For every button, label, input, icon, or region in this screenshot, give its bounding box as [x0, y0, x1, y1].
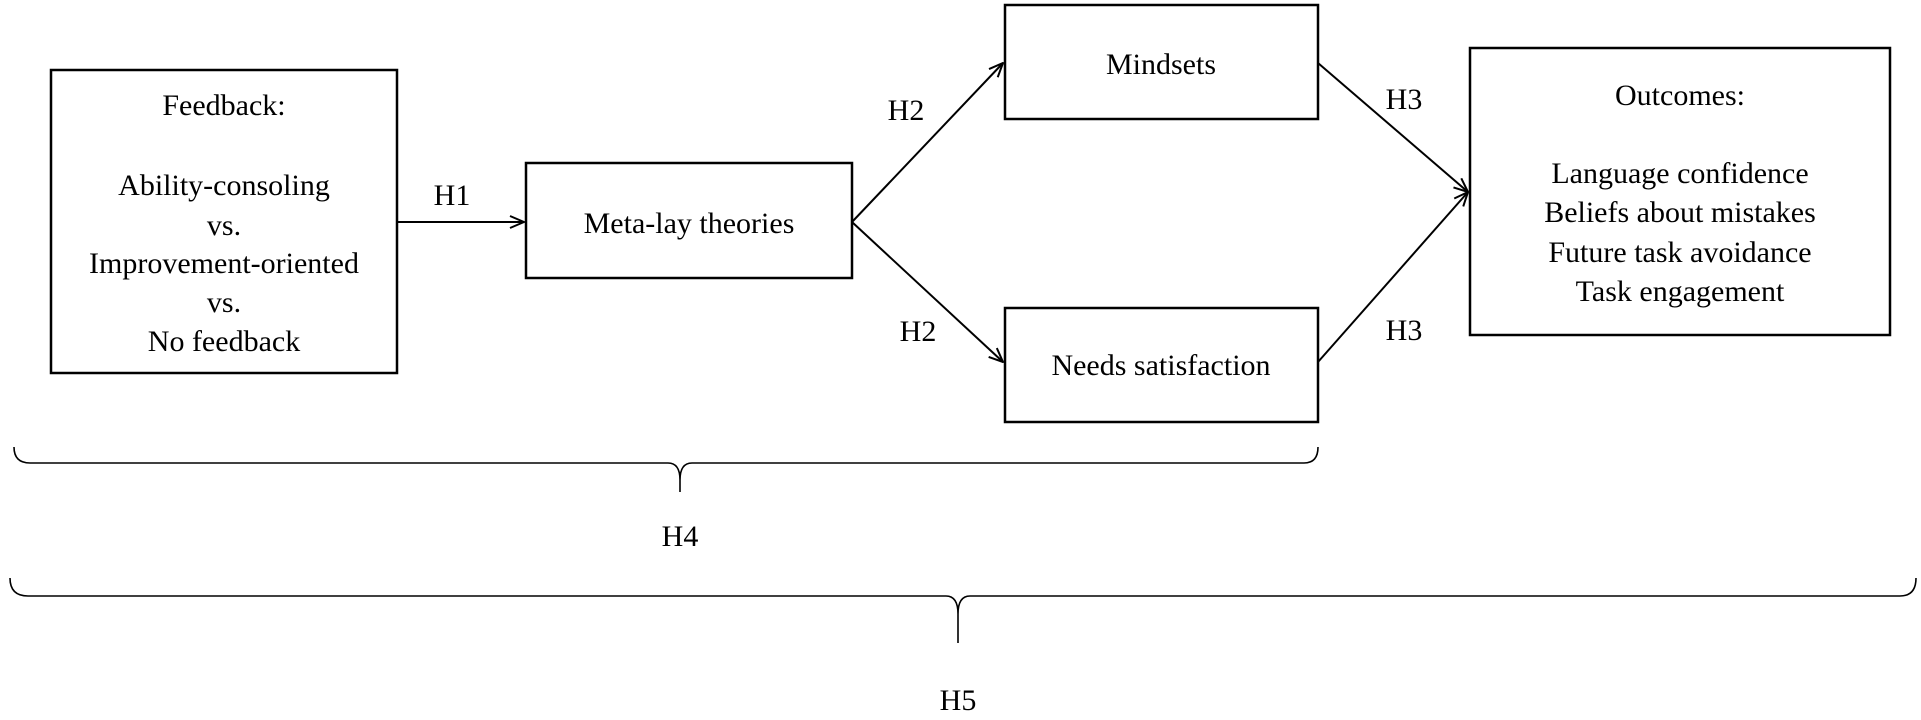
feedback-line-2: vs.: [207, 209, 241, 242]
feedback-line-1: Ability-consoling: [118, 169, 330, 202]
outcomes-line-4: Task engagement: [1576, 275, 1785, 308]
h2-bottom-label: H2: [900, 315, 937, 348]
arrow-h3-top: [1317, 62, 1468, 192]
meta-lay-theories-box: [524, 161, 854, 280]
outcomes-line-2: Beliefs about mistakes: [1544, 196, 1816, 229]
outcomes-line-3: Future task avoidance: [1548, 236, 1811, 269]
outcomes-title: Outcomes:: [1615, 79, 1745, 112]
brace-h4: [13, 446, 1319, 492]
feedback-line-4: vs.: [207, 286, 241, 319]
h4-label: H4: [662, 520, 699, 553]
h3-bottom-label: H3: [1386, 314, 1423, 347]
arrow-h2-bottom: [851, 221, 1003, 362]
needs-satisfaction-box: [1003, 306, 1320, 424]
feedback-title: Feedback:: [162, 89, 285, 122]
h5-label: H5: [940, 684, 977, 717]
outcomes-line-1: Language confidence: [1551, 157, 1808, 190]
h2-top-label: H2: [888, 94, 925, 127]
arrow-h2-top: [851, 63, 1003, 223]
mindsets-box: [1003, 3, 1320, 121]
brace-h5: [9, 577, 1917, 643]
arrow-h3-bottom: [1317, 192, 1468, 363]
feedback-line-5: No feedback: [148, 325, 300, 358]
feedback-line-3: Improvement-oriented: [89, 247, 359, 280]
outcomes-box: [1468, 46, 1892, 337]
meta-lay-theories-label: Meta-lay theories: [584, 207, 795, 240]
feedback-box: [49, 68, 399, 375]
h3-top-label: H3: [1386, 83, 1423, 116]
h1-label: H1: [434, 179, 471, 212]
needs-satisfaction-label: Needs satisfaction: [1051, 349, 1270, 382]
mindsets-label: Mindsets: [1106, 48, 1216, 81]
